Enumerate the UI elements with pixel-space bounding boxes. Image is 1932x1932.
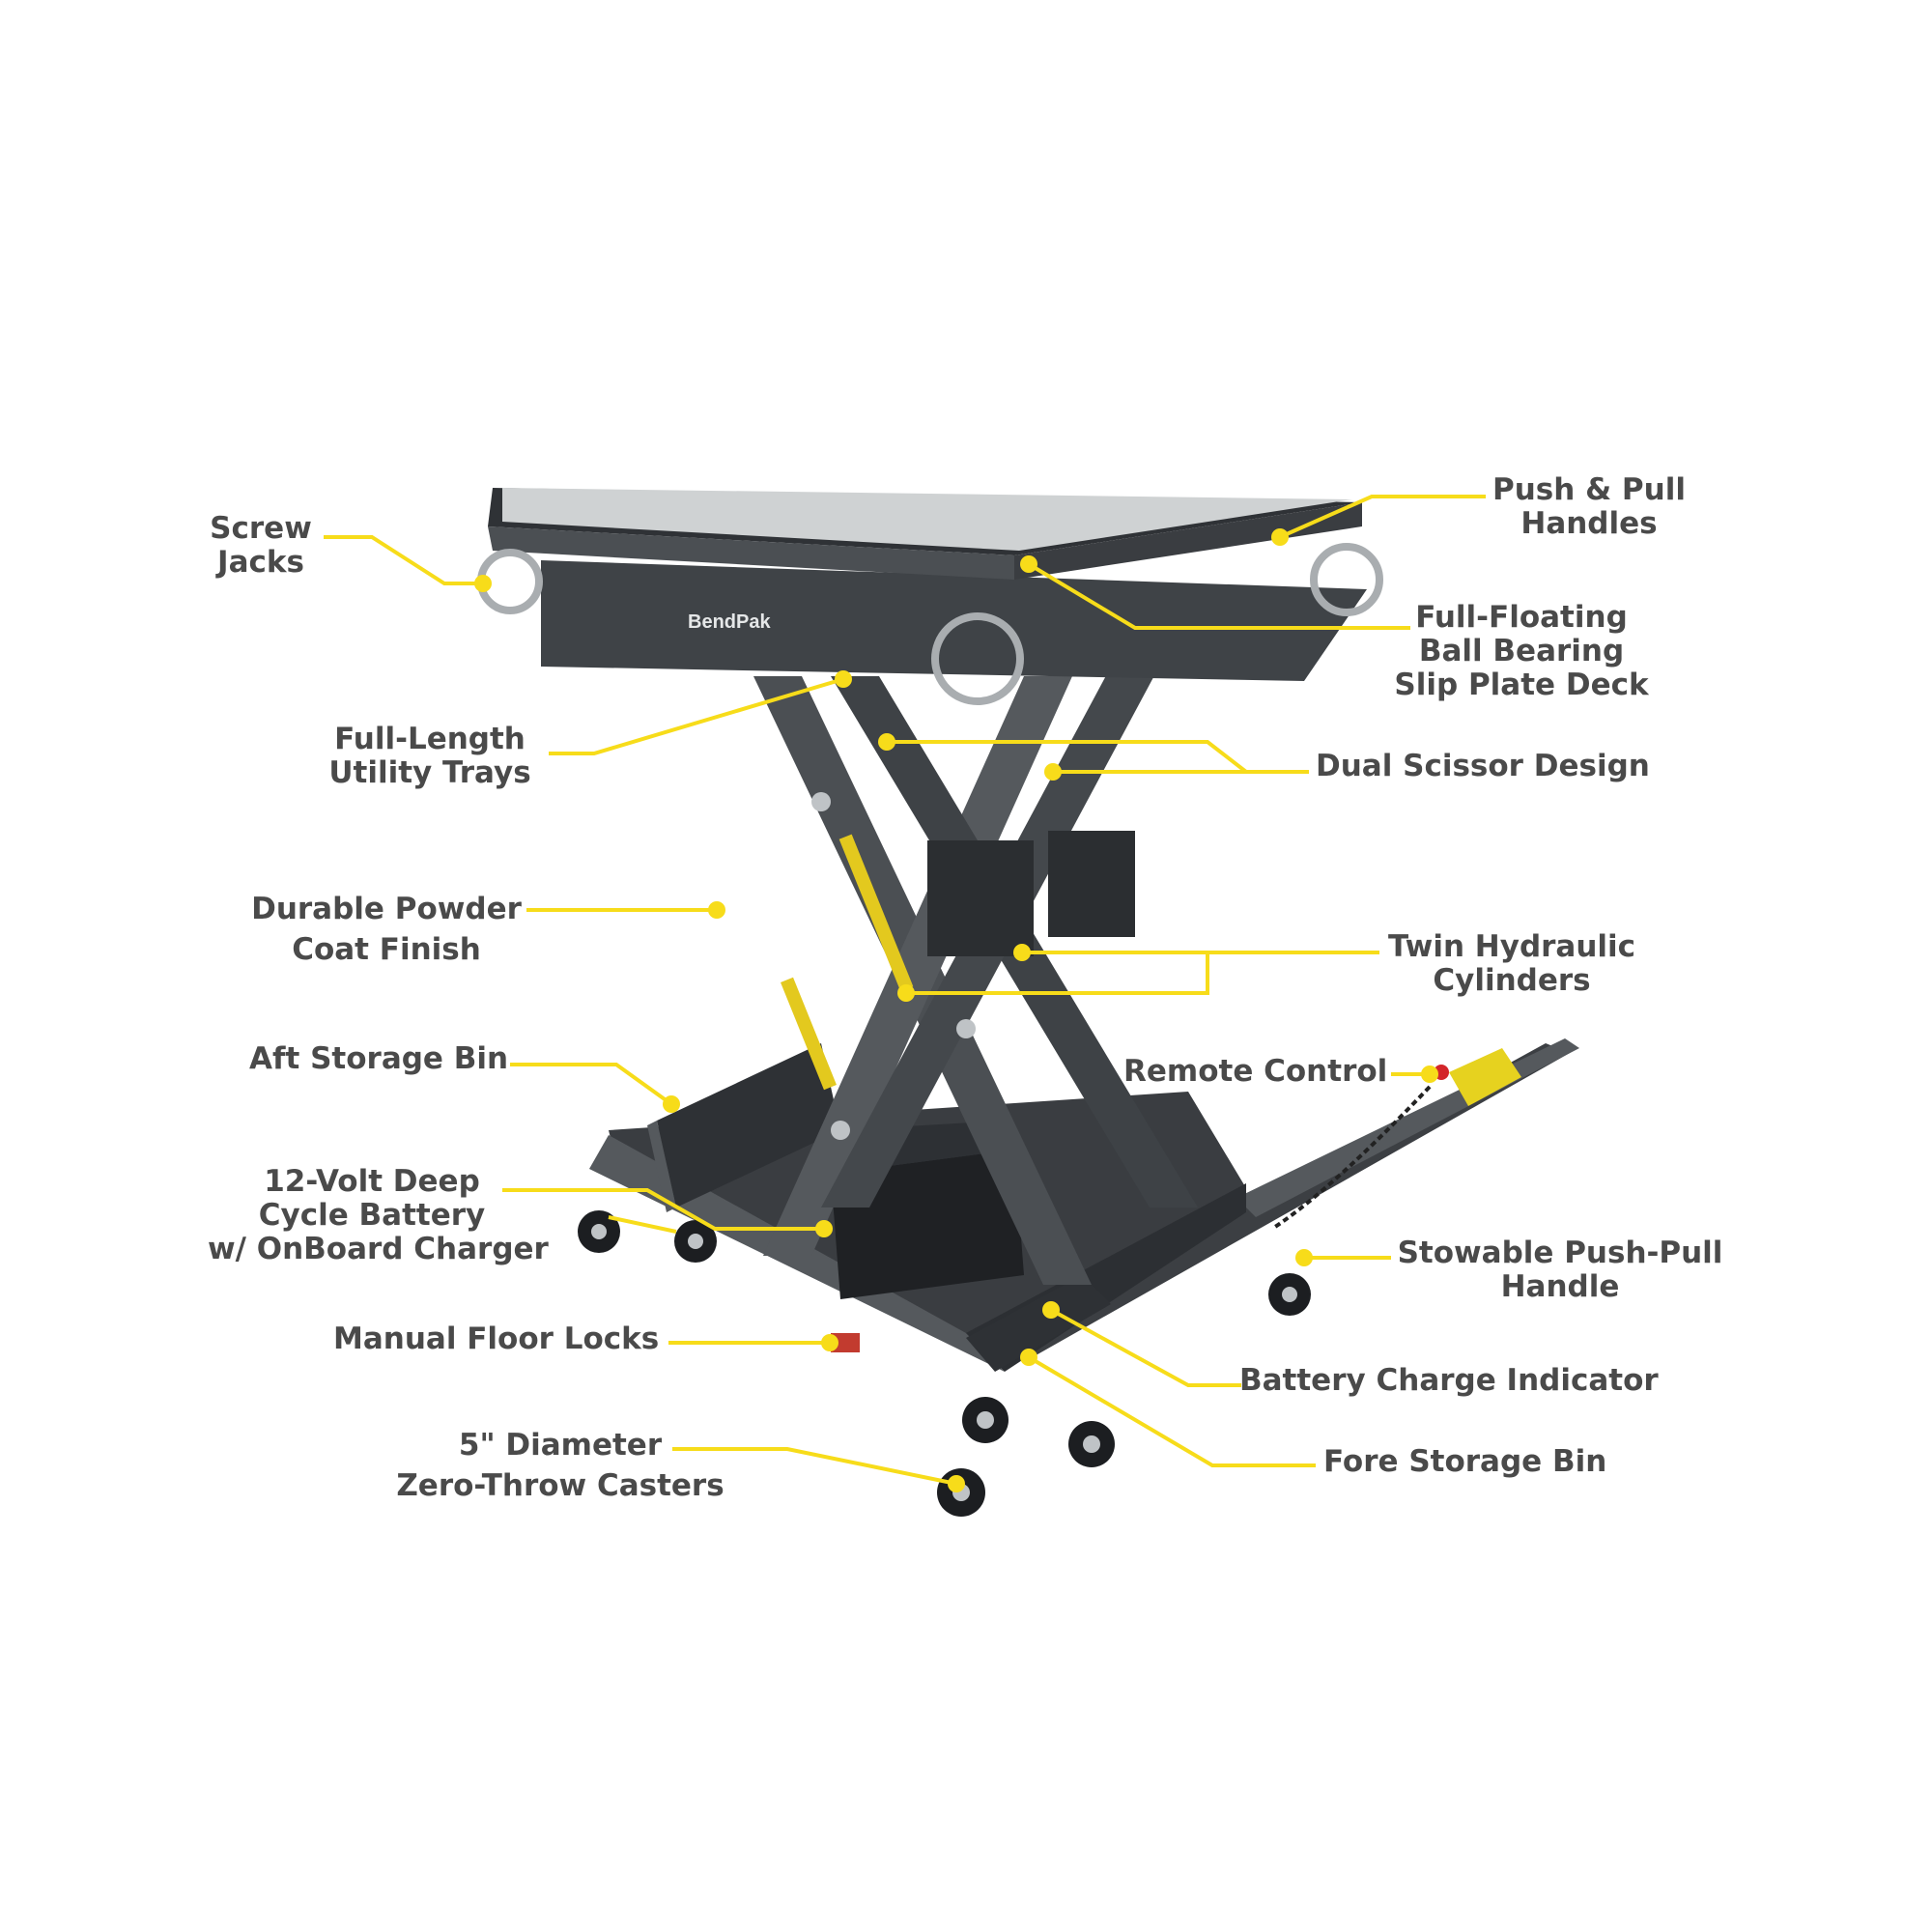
- callout-line-casters: [672, 1447, 957, 1486]
- callout-line-battery: [502, 1188, 824, 1231]
- label-aft-bin: Aft Storage Bin: [249, 1041, 509, 1076]
- callout-dots: [474, 528, 1438, 1492]
- label-remote-control: Remote Control: [1123, 1054, 1388, 1089]
- callout-line-push-pull: [1279, 495, 1486, 539]
- scissor-arms: [753, 667, 1198, 1285]
- callout-line-battery-b: [608, 1215, 677, 1234]
- callout-lines: [324, 495, 1486, 1486]
- callout-line-cylinders: [906, 951, 1379, 995]
- callout-line-slip-plate: [1027, 562, 1410, 630]
- brand-logo: BendPak: [688, 611, 771, 633]
- label-floor-locks: Manual Floor Locks: [333, 1321, 660, 1356]
- callout-line-charge: [1050, 1308, 1241, 1387]
- callout-line-aft-bin: [510, 1063, 673, 1106]
- callout-line-utility-trays: [549, 677, 844, 755]
- lift-illustration: BendPak: [477, 488, 1579, 1517]
- label-dual-scissor: Dual Scissor Design: [1316, 749, 1650, 783]
- label-fore-bin: Fore Storage Bin: [1323, 1444, 1607, 1479]
- callout-line-screw-jacks: [324, 535, 483, 585]
- deck: [488, 488, 1367, 681]
- label-charge-indicator: Battery Charge Indicator: [1239, 1363, 1659, 1398]
- casters: [578, 1210, 1311, 1517]
- callout-line-dual-scissor: [887, 740, 1309, 774]
- callout-line-fore-bin: [1027, 1355, 1316, 1467]
